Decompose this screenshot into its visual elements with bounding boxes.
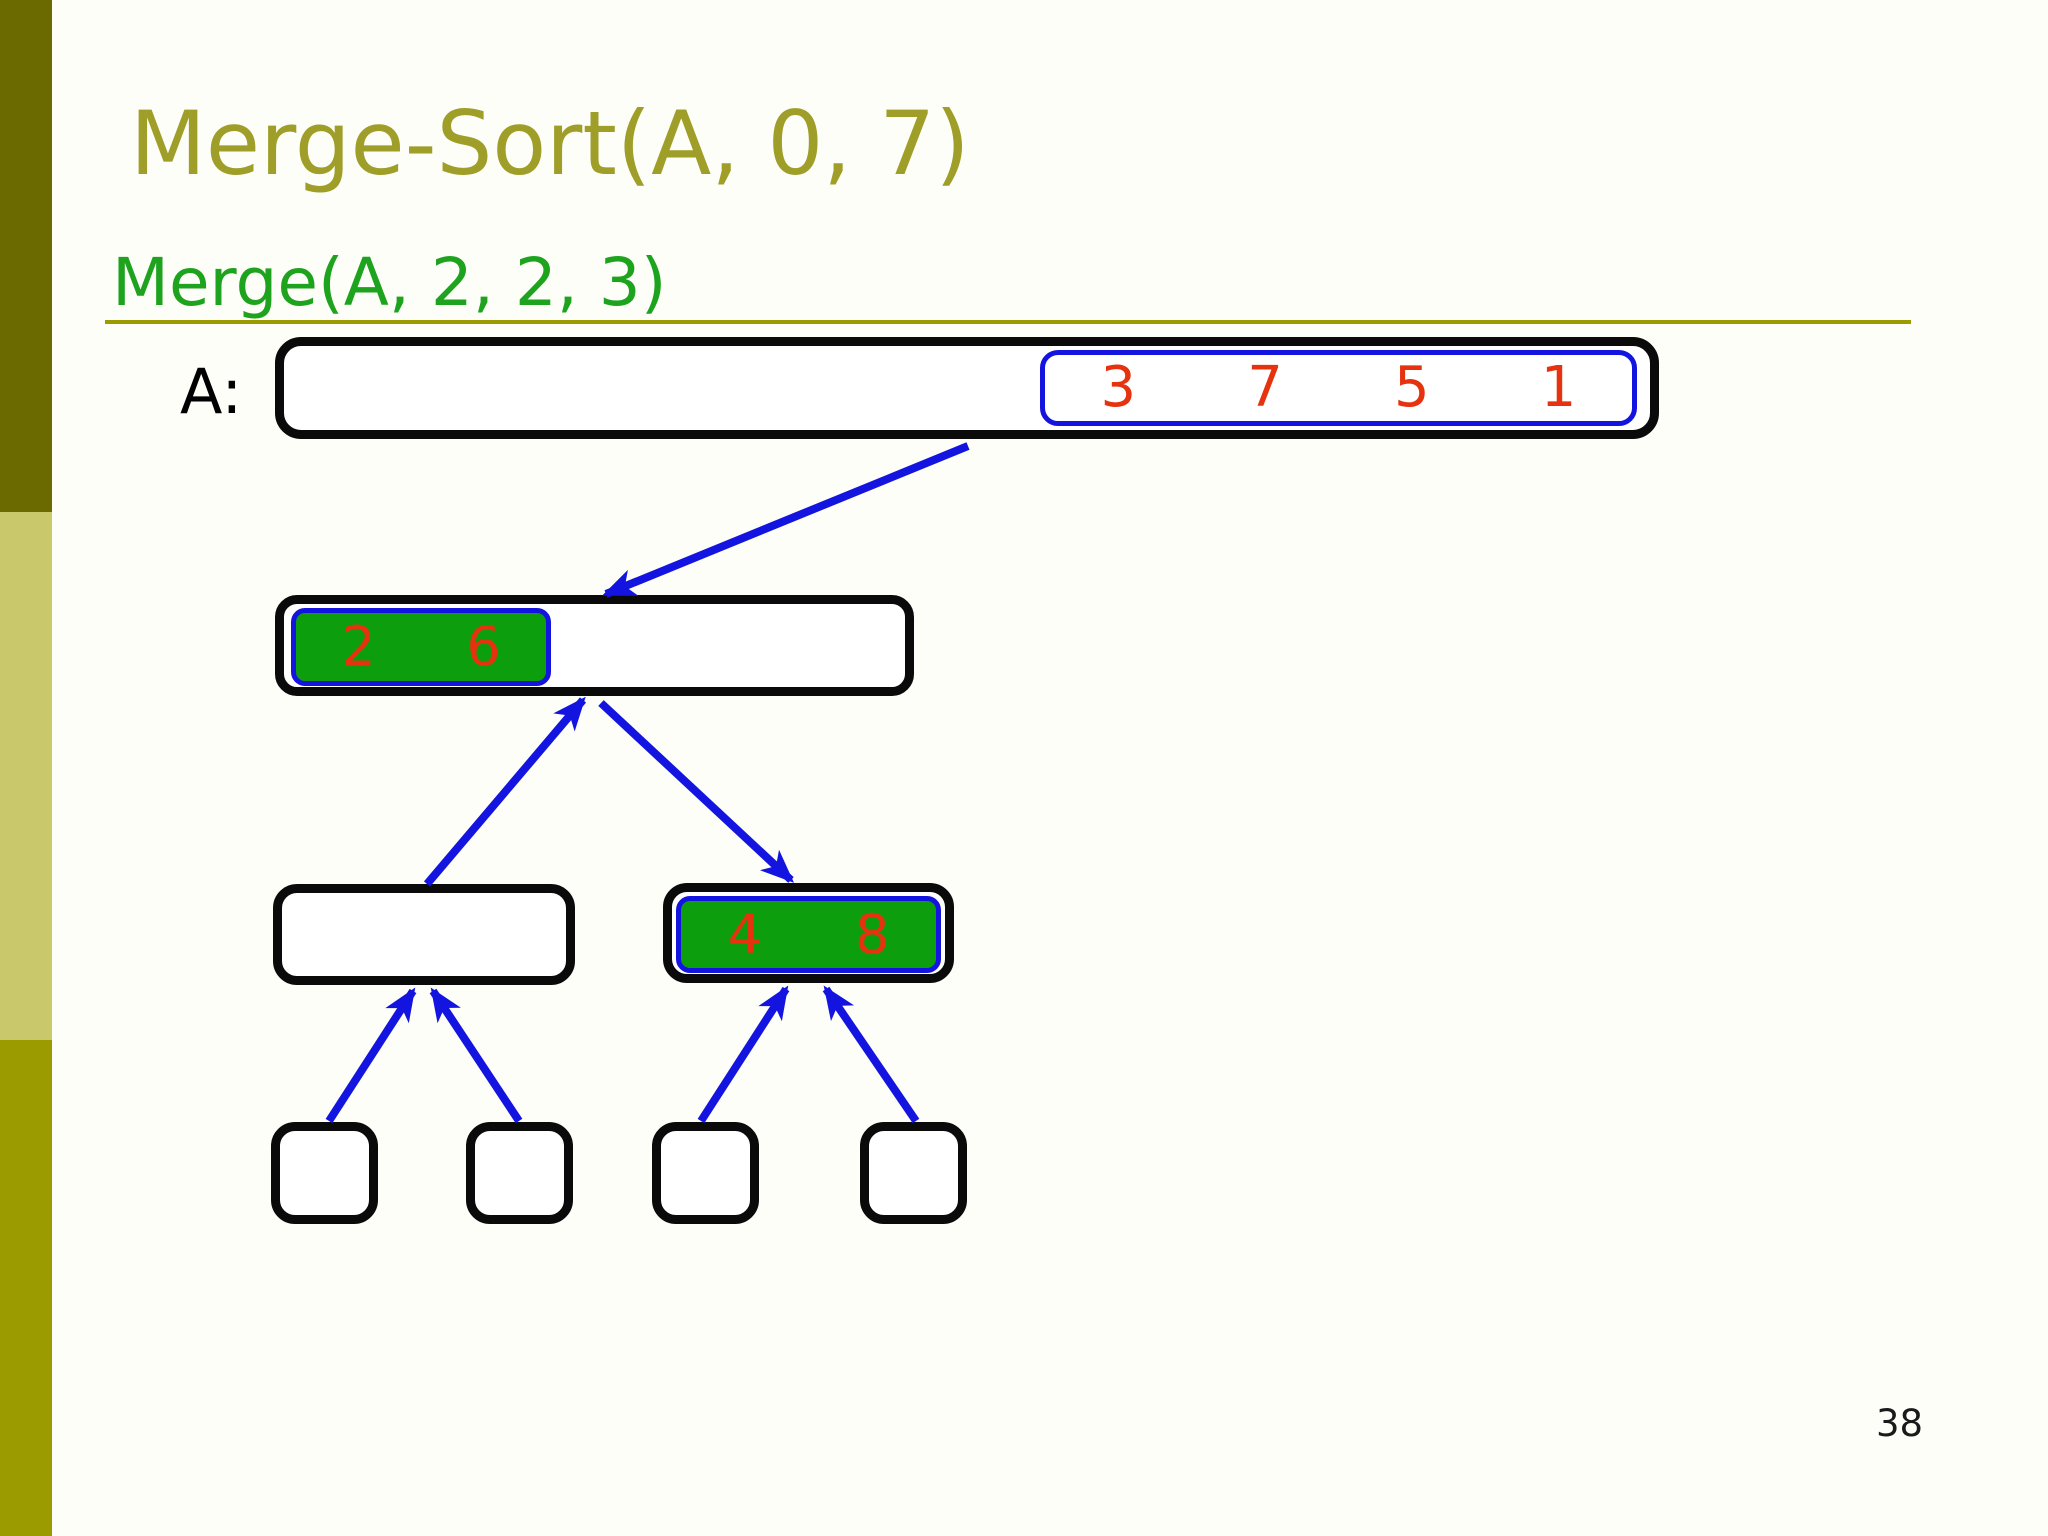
array-cell: 6 <box>466 615 501 678</box>
array-cell: 3 <box>1100 355 1137 420</box>
right-quarter-box: 4 8 <box>663 883 954 983</box>
left-accent-bar <box>0 0 52 1536</box>
page-number: 38 <box>1876 1402 1924 1445</box>
array-cell: 7 <box>1247 355 1283 420</box>
accent-bar-segment-bottom <box>0 1040 52 1536</box>
merge-arrow-left-quarter-to-left-half <box>423 696 587 887</box>
slide-subtitle: Merge(A, 2, 2, 3) <box>112 244 667 321</box>
array-label: A: <box>180 354 243 428</box>
split-arrow-left-half-to-right-quarter <box>598 700 795 883</box>
leaf-box-3 <box>652 1122 759 1224</box>
leaf-box-2 <box>466 1122 573 1224</box>
left-quarter-box <box>273 884 575 985</box>
merge-arrow-leaf4-to-right-quarter <box>822 985 920 1124</box>
left-half-merged-highlight: 2 6 <box>291 608 551 686</box>
merge-arrow-leaf2-to-left-quarter <box>429 987 523 1124</box>
array-cell: 2 <box>341 615 376 678</box>
merge-arrow-leaf3-to-right-quarter <box>697 985 790 1124</box>
left-half-box: 2 6 <box>275 595 914 696</box>
accent-bar-segment-top <box>0 0 52 512</box>
array-cell: 1 <box>1540 355 1577 420</box>
leaf-box-1 <box>271 1122 378 1224</box>
array-cell: 8 <box>855 902 890 966</box>
array-root-box: 3 7 5 1 <box>275 337 1659 439</box>
array-root-right-half-outline: 3 7 5 1 <box>1040 350 1637 426</box>
split-arrow-root-to-left-half <box>602 442 970 598</box>
leaf-box-4 <box>860 1122 967 1224</box>
merge-arrow-leaf1-to-left-quarter <box>325 987 417 1124</box>
slide-title: Merge-Sort(A, 0, 7) <box>130 92 970 195</box>
array-cell: 5 <box>1394 355 1430 420</box>
array-cell: 4 <box>727 902 762 966</box>
accent-bar-segment-middle <box>0 512 52 1040</box>
divider-line <box>105 320 1911 324</box>
right-quarter-merged-highlight: 4 8 <box>676 896 941 973</box>
